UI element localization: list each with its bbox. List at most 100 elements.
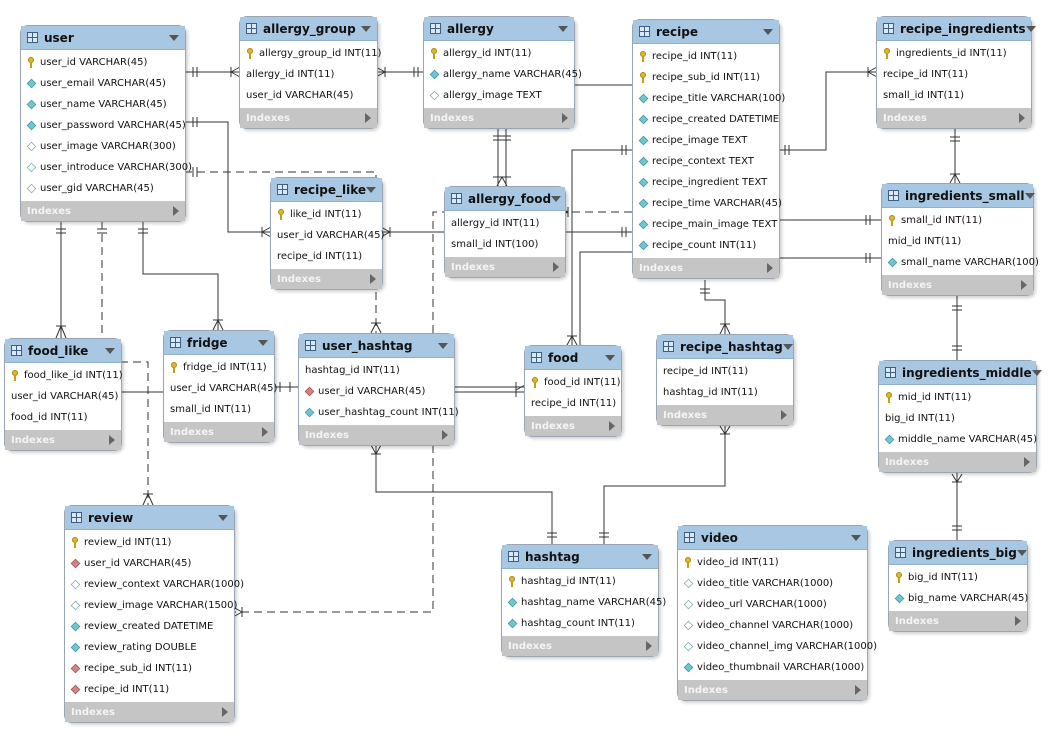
expand-arrow-icon[interactable] [365, 113, 371, 123]
collapse-arrow-icon[interactable] [782, 343, 793, 350]
column-row[interactable]: allergy_id INT(11) [445, 213, 565, 234]
column-row[interactable]: ingredients_id INT(11) [877, 43, 1031, 64]
column-row[interactable]: video_title VARCHAR(1000) [678, 573, 867, 594]
column-row[interactable]: mid_id INT(11) [879, 387, 1036, 408]
collapse-arrow-icon[interactable] [218, 514, 228, 521]
column-row[interactable]: user_image VARCHAR(300) [21, 136, 185, 157]
indexes-section[interactable]: Indexes [240, 108, 377, 128]
column-row[interactable]: review_image VARCHAR(1500) [65, 595, 237, 616]
expand-arrow-icon[interactable] [262, 427, 268, 437]
expand-arrow-icon[interactable] [781, 410, 787, 420]
collapse-arrow-icon[interactable] [169, 34, 179, 41]
column-row[interactable]: recipe_id INT(11) [657, 361, 793, 382]
collapse-arrow-icon[interactable] [605, 354, 615, 361]
indexes-section[interactable]: Indexes [5, 430, 121, 450]
table-header[interactable]: allergy_group [240, 17, 377, 41]
column-row[interactable]: allergy_id INT(11) [240, 64, 377, 85]
indexes-section[interactable]: Indexes [65, 702, 234, 722]
table-header[interactable]: review [65, 506, 234, 530]
expand-arrow-icon[interactable] [1019, 113, 1025, 123]
column-row[interactable]: allergy_image TEXT [424, 85, 574, 106]
collapse-arrow-icon[interactable] [558, 25, 568, 32]
table-header[interactable]: hashtag [502, 545, 658, 569]
column-row[interactable]: review_created DATETIME [65, 616, 234, 637]
expand-arrow-icon[interactable] [1024, 457, 1030, 467]
column-row[interactable]: hashtag_name VARCHAR(45) [502, 592, 666, 613]
collapse-arrow-icon[interactable] [763, 28, 773, 35]
collapse-arrow-icon[interactable] [1031, 369, 1042, 376]
column-row[interactable]: user_gid VARCHAR(45) [21, 178, 185, 199]
column-row[interactable]: recipe_id INT(11) [65, 679, 234, 700]
column-row[interactable]: user_email VARCHAR(45) [21, 73, 185, 94]
column-row[interactable]: user_introduce VARCHAR(300) [21, 157, 192, 178]
column-row[interactable]: recipe_ingredient TEXT [633, 172, 779, 193]
column-row[interactable]: hashtag_id INT(11) [502, 571, 658, 592]
column-row[interactable]: recipe_context TEXT [633, 151, 779, 172]
table-header[interactable]: recipe [633, 20, 779, 44]
table-header[interactable]: recipe_like [271, 178, 382, 202]
table-header[interactable]: ingredients_big [889, 541, 1027, 565]
indexes-section[interactable]: Indexes [299, 425, 454, 445]
column-row[interactable]: allergy_id INT(11) [424, 43, 574, 64]
column-row[interactable]: user_id VARCHAR(45) [65, 553, 234, 574]
collapse-arrow-icon[interactable] [1025, 25, 1036, 32]
expand-arrow-icon[interactable] [562, 113, 568, 123]
expand-arrow-icon[interactable] [109, 435, 115, 445]
table-header[interactable]: user_hashtag [299, 334, 454, 358]
table-header[interactable]: allergy_food [445, 187, 565, 211]
indexes-section[interactable]: Indexes [889, 611, 1027, 631]
indexes-section[interactable]: Indexes [879, 452, 1036, 472]
column-row[interactable]: user_id VARCHAR(45) [5, 386, 121, 407]
indexes-section[interactable]: Indexes [21, 201, 185, 221]
indexes-section[interactable]: Indexes [164, 422, 274, 442]
column-row[interactable]: user_id VARCHAR(45) [299, 381, 454, 402]
collapse-arrow-icon[interactable] [551, 195, 562, 202]
column-row[interactable]: recipe_id INT(11) [877, 64, 1031, 85]
column-row[interactable]: video_channel VARCHAR(1000) [678, 615, 867, 636]
column-row[interactable]: video_thumbnail VARCHAR(1000) [678, 657, 867, 678]
column-row[interactable]: small_id INT(100) [445, 234, 565, 255]
column-row[interactable]: hashtag_count INT(11) [502, 613, 658, 634]
column-row[interactable]: small_name VARCHAR(100) [882, 252, 1039, 273]
column-row[interactable]: review_id INT(11) [65, 532, 234, 553]
column-row[interactable]: big_id INT(11) [889, 567, 1027, 588]
expand-arrow-icon[interactable] [173, 206, 179, 216]
collapse-arrow-icon[interactable] [258, 339, 268, 346]
column-row[interactable]: like_id INT(11) [271, 204, 382, 225]
column-row[interactable]: hashtag_id INT(11) [299, 360, 454, 381]
column-row[interactable]: small_id INT(11) [164, 399, 274, 420]
column-row[interactable]: user_name VARCHAR(45) [21, 94, 185, 115]
indexes-section[interactable]: Indexes [877, 108, 1031, 128]
indexes-section[interactable]: Indexes [271, 269, 382, 289]
column-row[interactable]: recipe_sub_id INT(11) [65, 658, 234, 679]
column-row[interactable]: recipe_main_image TEXT [633, 214, 779, 235]
column-row[interactable]: recipe_id INT(11) [271, 246, 382, 267]
column-row[interactable]: user_id VARCHAR(45) [164, 378, 277, 399]
indexes-section[interactable]: Indexes [424, 108, 574, 128]
column-row[interactable]: small_id INT(11) [882, 210, 1033, 231]
column-row[interactable]: user_password VARCHAR(45) [21, 115, 186, 136]
table-header[interactable]: food [525, 346, 621, 370]
column-row[interactable]: middle_name VARCHAR(45) [879, 429, 1037, 450]
column-row[interactable]: big_name VARCHAR(45) [889, 588, 1028, 609]
collapse-arrow-icon[interactable] [1016, 549, 1027, 556]
indexes-section[interactable]: Indexes [502, 636, 658, 656]
column-row[interactable]: video_id INT(11) [678, 552, 867, 573]
column-row[interactable]: fridge_id INT(11) [164, 357, 274, 378]
expand-arrow-icon[interactable] [1021, 280, 1027, 290]
expand-arrow-icon[interactable] [609, 421, 615, 431]
column-row[interactable]: video_url VARCHAR(1000) [678, 594, 867, 615]
column-row[interactable]: video_channel_img VARCHAR(1000) [678, 636, 877, 657]
column-row[interactable]: user_id VARCHAR(45) [240, 85, 377, 106]
expand-arrow-icon[interactable] [370, 274, 376, 284]
indexes-section[interactable]: Indexes [445, 257, 565, 277]
